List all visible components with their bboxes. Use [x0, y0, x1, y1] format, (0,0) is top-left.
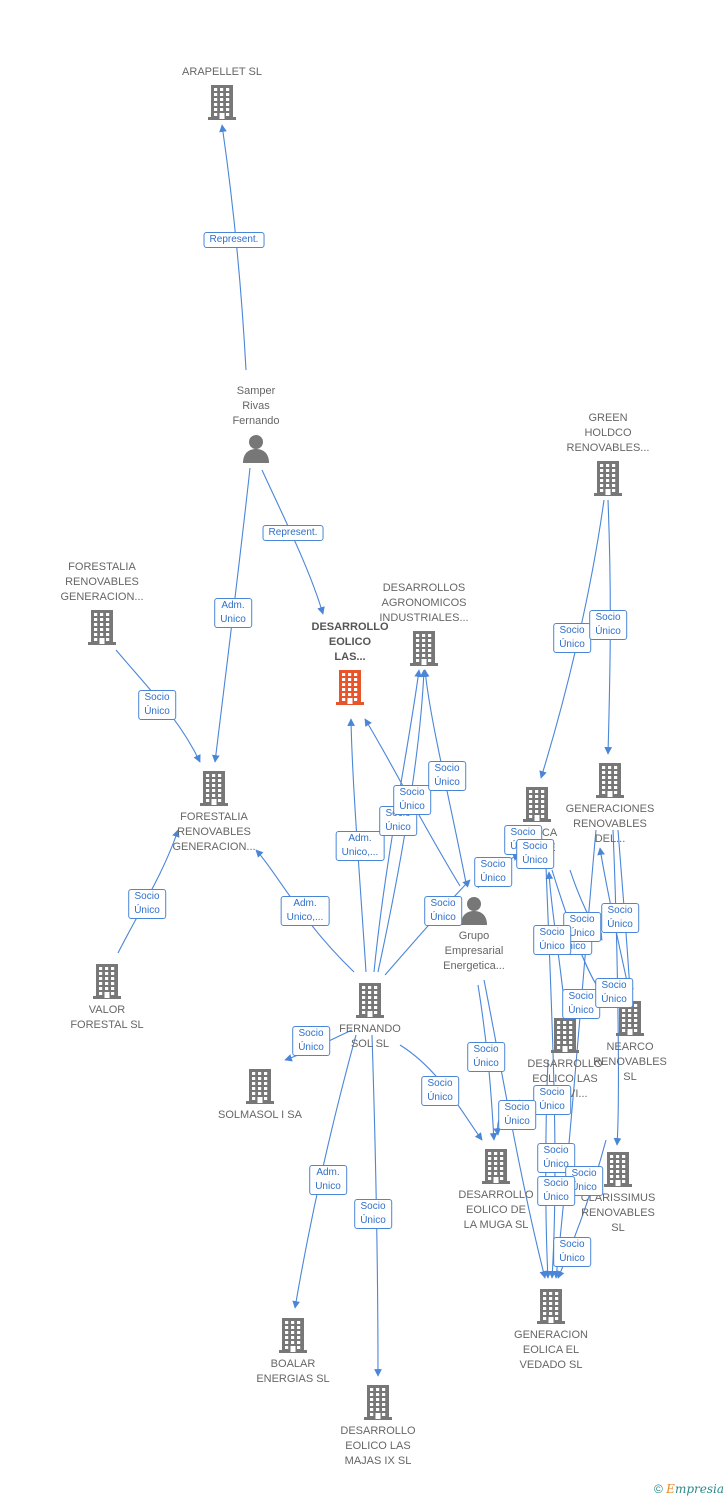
building-icon [42, 609, 162, 645]
building-icon [558, 1151, 678, 1187]
node-label: SOLMASOL I SA [218, 1109, 302, 1121]
edge-label[interactable]: Adm. Unico [214, 598, 252, 628]
node-arapellet[interactable]: ARAPELLET SL [162, 65, 282, 120]
building-icon [548, 460, 668, 496]
edge-clarissimus-vedado [557, 1139, 607, 1279]
edge-label[interactable]: Socio Único [354, 1199, 392, 1229]
edge-label[interactable]: Socio Único [601, 903, 639, 933]
building-icon [491, 1288, 611, 1324]
edge-label[interactable]: Socio Único [138, 690, 176, 720]
building-icon [310, 982, 430, 1018]
edge-label[interactable]: Represent. [262, 525, 324, 541]
edge-label[interactable]: Socio Único [498, 1100, 536, 1130]
empresia-logo: Empresia [666, 1482, 724, 1496]
edge-label[interactable]: Socio Único [533, 925, 571, 955]
building-icon [200, 1068, 320, 1104]
edge-label[interactable]: Socio Único [421, 1076, 459, 1106]
building-icon [162, 84, 282, 120]
edge-label[interactable]: Socio Único [474, 857, 512, 887]
edge-label[interactable]: Socio Único [589, 610, 627, 640]
edge-label[interactable]: Socio Único [537, 1143, 575, 1173]
edge-samper-arapellet [219, 124, 247, 371]
edge-label[interactable]: Socio Único [393, 785, 431, 815]
person-icon [414, 895, 534, 925]
building-icon [154, 770, 274, 806]
edge-label[interactable]: Represent. [203, 232, 265, 248]
copyright-symbol: © [653, 1482, 663, 1496]
building-icon [364, 630, 484, 666]
edge-label[interactable]: Socio Único [553, 1237, 591, 1267]
edge-label[interactable]: Socio Único [428, 761, 466, 791]
node-label: ARAPELLET SL [182, 66, 262, 78]
edge-gen-clarissimus [612, 829, 622, 1146]
edge-label[interactable]: Socio Único [537, 1176, 575, 1206]
building-icon [570, 1000, 690, 1036]
edge-label[interactable]: Socio Único [467, 1042, 505, 1072]
edge-label[interactable]: Socio Único [292, 1026, 330, 1056]
building-icon [505, 1017, 625, 1053]
edge-label[interactable]: Socio Único [595, 978, 633, 1008]
building-icon [550, 762, 670, 798]
building-icon [436, 1148, 556, 1184]
edge-label[interactable]: Socio Único [516, 839, 554, 869]
edge-samper-main [261, 469, 325, 615]
edge-label[interactable]: Adm. Unico,... [280, 896, 330, 926]
edge-label[interactable]: Socio Único [553, 623, 591, 653]
edge-label[interactable]: Socio Único [128, 889, 166, 919]
person-icon [196, 433, 316, 463]
edge-label[interactable]: Socio Único [533, 1085, 571, 1115]
footer-brand: © Empresia [654, 1482, 724, 1496]
building-icon [318, 1384, 438, 1420]
edge-label[interactable]: Socio Único [562, 989, 600, 1019]
building-icon [233, 1317, 353, 1353]
building-icon [47, 963, 167, 999]
edge-label[interactable]: Socio Único [424, 896, 462, 926]
edge-label[interactable]: Adm. Unico [309, 1165, 347, 1195]
edge-eolica-vedado [544, 839, 557, 1279]
node-solmasol[interactable]: SOLMASOL I SA [200, 1068, 320, 1123]
edge-label[interactable]: Adm. Unico,... [335, 831, 385, 861]
building-icon [477, 786, 597, 822]
building-icon [290, 669, 410, 705]
